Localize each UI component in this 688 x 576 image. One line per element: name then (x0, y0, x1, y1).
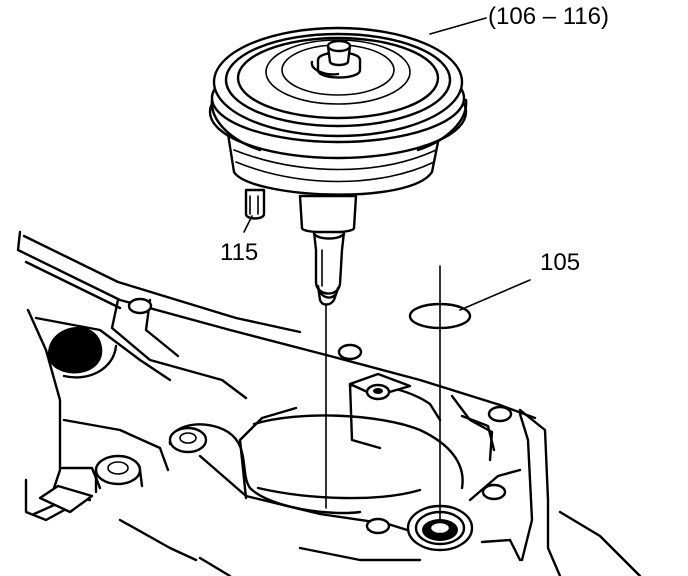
callout-105: 105 (540, 249, 580, 276)
callout-106-116: (106 – 116) (488, 3, 609, 30)
servo-assembly (208, 17, 487, 306)
leader-105 (459, 279, 531, 311)
transmission-case (16, 230, 642, 576)
leader-106-116 (429, 17, 487, 35)
o-ring-105 (408, 279, 531, 330)
alignment-lines (325, 265, 441, 521)
leader-115 (243, 215, 253, 233)
callout-115: 115 (220, 239, 258, 266)
